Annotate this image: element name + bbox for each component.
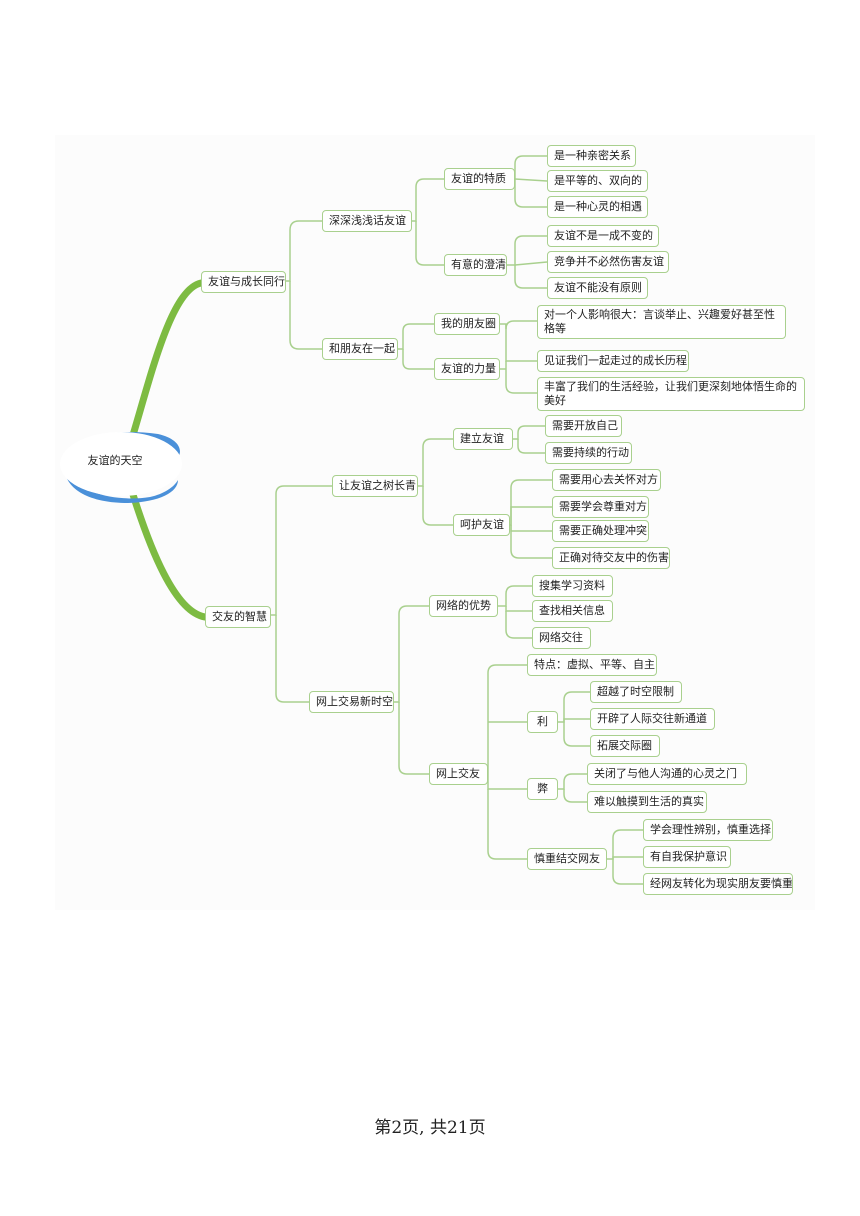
leaf-careful-convert: 经网友转化为现实朋友要慎重 [643, 873, 793, 895]
leaf-enrich-life: 丰富了我们的生活经验，让我们更深刻地体悟生命的美好 [537, 377, 805, 411]
leaf-collect-materials: 搜集学习资料 [532, 575, 613, 597]
leaf-open-self: 需要开放自己 [545, 415, 622, 437]
leaf-expand-circle: 拓展交际圈 [590, 735, 660, 757]
leaf-competition: 竞争并不必然伤害友谊 [547, 251, 669, 273]
node-friend-power: 友谊的力量 [434, 358, 500, 380]
leaf-rational-choice: 学会理性辨别，慎重选择 [643, 819, 773, 841]
node-friendship-traits: 友谊的特质 [444, 168, 515, 190]
node-with-friends: 和朋友在一起 [322, 338, 398, 360]
node-clarification: 有意的澄清 [444, 254, 507, 276]
leaf-beyond-time: 超越了时空限制 [590, 681, 682, 703]
leaf-influence: 对一个人影响很大：言谈举止、兴趣爱好甚至性格等 [537, 305, 786, 339]
leaf-equal-mutual: 是平等的、双向的 [547, 170, 648, 192]
node-evergreen: 让友谊之树长青 [332, 475, 418, 497]
root-label: 友谊的天空 [87, 454, 143, 467]
page-footer: 第2页, 共21页 [374, 1118, 486, 1138]
leaf-hard-reality: 难以触摸到生活的真实 [587, 791, 707, 813]
leaf-find-info: 查找相关信息 [532, 600, 613, 622]
leaf-features: 特点：虚拟、平等、自主 [527, 654, 657, 676]
leaf-self-protection: 有自我保护意识 [643, 846, 731, 868]
leaf-close-heart: 关闭了与他人沟通的心灵之门 [587, 763, 747, 785]
node-network-advantage: 网络的优势 [429, 595, 498, 617]
leaf-soul-meeting: 是一种心灵的相遇 [547, 196, 648, 218]
leaf-hurt: 正确对待交友中的伤害 [552, 547, 670, 569]
node-careful-friends: 慎重结交网友 [527, 848, 607, 870]
leaf-care-others: 需要用心去关怀对方 [552, 469, 661, 491]
branch-wisdom: 交友的智慧 [205, 606, 271, 628]
node-friend-circle: 我的朋友圈 [434, 313, 500, 335]
leaf-new-channel: 开辟了人际交往新通道 [590, 708, 715, 730]
node-cons: 弊 [527, 778, 558, 800]
leaf-conflict: 需要正确处理冲突 [552, 520, 649, 542]
node-online-space: 网上交易新时空 [309, 691, 394, 713]
node-care-friendship: 呵护友谊 [453, 514, 510, 536]
node-pros: 利 [527, 711, 558, 733]
node-build-friendship: 建立友谊 [453, 428, 513, 450]
node-online-friends: 网上交友 [429, 763, 488, 785]
branch-friendship-growth: 友谊与成长同行 [201, 271, 286, 293]
leaf-principles: 友谊不能没有原则 [547, 277, 648, 299]
root-node [60, 432, 182, 496]
leaf-not-constant: 友谊不是一成不变的 [547, 225, 659, 247]
leaf-respect: 需要学会尊重对方 [552, 496, 649, 518]
leaf-continuous-action: 需要持续的行动 [545, 442, 632, 464]
leaf-witness-growth: 见证我们一起走过的成长历程 [537, 350, 689, 372]
leaf-network-contact: 网络交往 [532, 627, 591, 649]
node-talk-friendship: 深深浅浅话友谊 [322, 210, 412, 232]
leaf-close-relation: 是一种亲密关系 [547, 145, 636, 167]
